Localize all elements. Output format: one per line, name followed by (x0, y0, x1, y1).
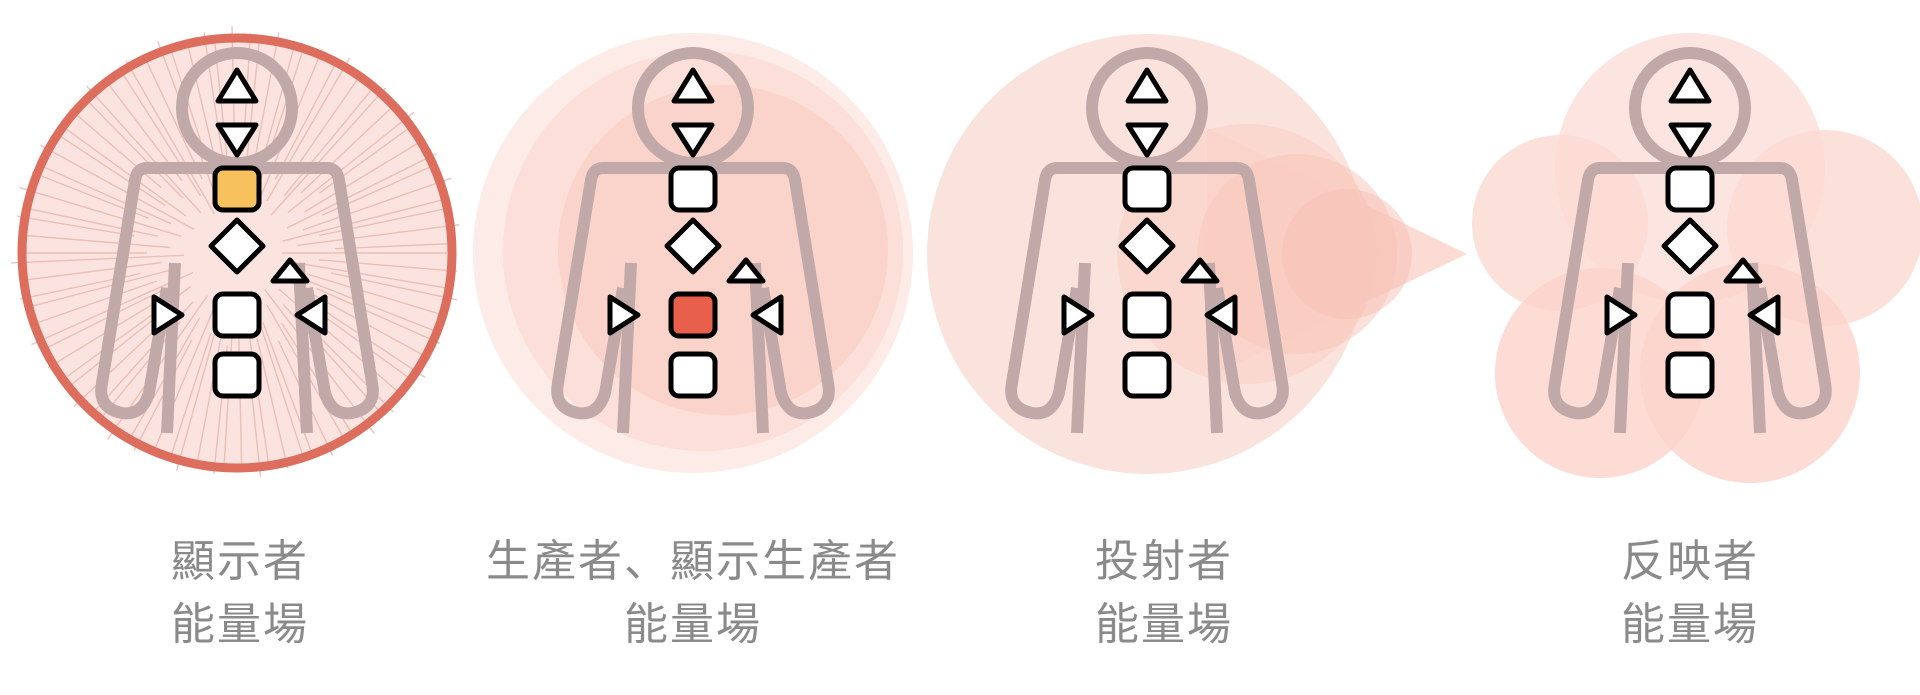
aura-ray (32, 267, 178, 307)
caption-generator: 生產者、顯示生產者 能量場 (453, 530, 933, 656)
aura-ray (256, 338, 289, 469)
aura-ray (320, 308, 426, 379)
aura-ray (86, 99, 184, 199)
aura-ray (196, 321, 225, 465)
aura-ray (282, 197, 451, 242)
aura-boundary (17, 33, 457, 473)
aura-ray (306, 273, 447, 317)
aura-ray (287, 111, 415, 214)
figure-generator (473, 33, 913, 473)
aura-ray (47, 301, 157, 369)
aura-ray (66, 129, 187, 217)
aura-ray (69, 108, 162, 189)
aura-ray (291, 73, 362, 174)
aura-lobe (1472, 135, 1648, 311)
caption-line-2: 能量場 (1621, 599, 1759, 650)
caption-line-1: 顯示者 (171, 536, 309, 587)
aura-ray (316, 287, 441, 344)
caption-line-1: 反映者 (1621, 536, 1759, 587)
aura-ray (11, 254, 185, 264)
caption-line-1: 生產者、顯示生產者 (486, 536, 900, 587)
aura-ray (262, 322, 314, 457)
aura-ray (318, 259, 458, 272)
aura-ray (168, 332, 212, 462)
aura-ray (295, 262, 449, 289)
aura-ray (270, 87, 387, 216)
caption-line-1: 投射者 (1095, 536, 1233, 587)
throat-center-highlight (212, 165, 262, 213)
aura-ray (144, 58, 203, 180)
aura-ray (283, 89, 372, 197)
caption-line-2: 能量場 (624, 599, 762, 650)
aura-ray (297, 224, 460, 246)
aura-ray (42, 165, 172, 225)
sacral-center-highlight (668, 291, 718, 339)
aura-ray (30, 280, 158, 326)
figure-reflector (1472, 33, 1920, 483)
aura-ray (16, 215, 135, 237)
aura-ray (125, 60, 216, 215)
figure-projector (927, 34, 1467, 474)
aura-ray (266, 57, 351, 202)
aura-ray (304, 142, 419, 213)
aura-ray (274, 62, 337, 180)
aura-ray (123, 74, 202, 197)
aura-ray (23, 261, 162, 281)
aura-beam-bulb (1282, 189, 1412, 319)
caption-reflector: 反映者 能量場 (1450, 530, 1920, 656)
aura-ray (319, 208, 446, 237)
aura-ray (244, 41, 260, 176)
caption-line-2: 能量場 (1095, 599, 1233, 650)
caption-manifestor: 顯示者 能量場 (0, 530, 480, 656)
aura-ray (55, 132, 166, 207)
caption-line-2: 能量場 (171, 599, 309, 650)
aura-ray (85, 85, 202, 214)
aura-ray (19, 186, 182, 237)
aura-ray (25, 207, 158, 237)
aura-ray (73, 323, 163, 408)
aura-ray (260, 43, 296, 165)
aura-ray (40, 144, 195, 231)
aura-ray (302, 177, 452, 231)
aura-ray (286, 152, 437, 229)
aura-ray (25, 234, 171, 249)
caption-projector: 投射者 能量場 (924, 530, 1404, 656)
figure-manifestor (11, 26, 460, 477)
aura-ray (300, 105, 395, 194)
